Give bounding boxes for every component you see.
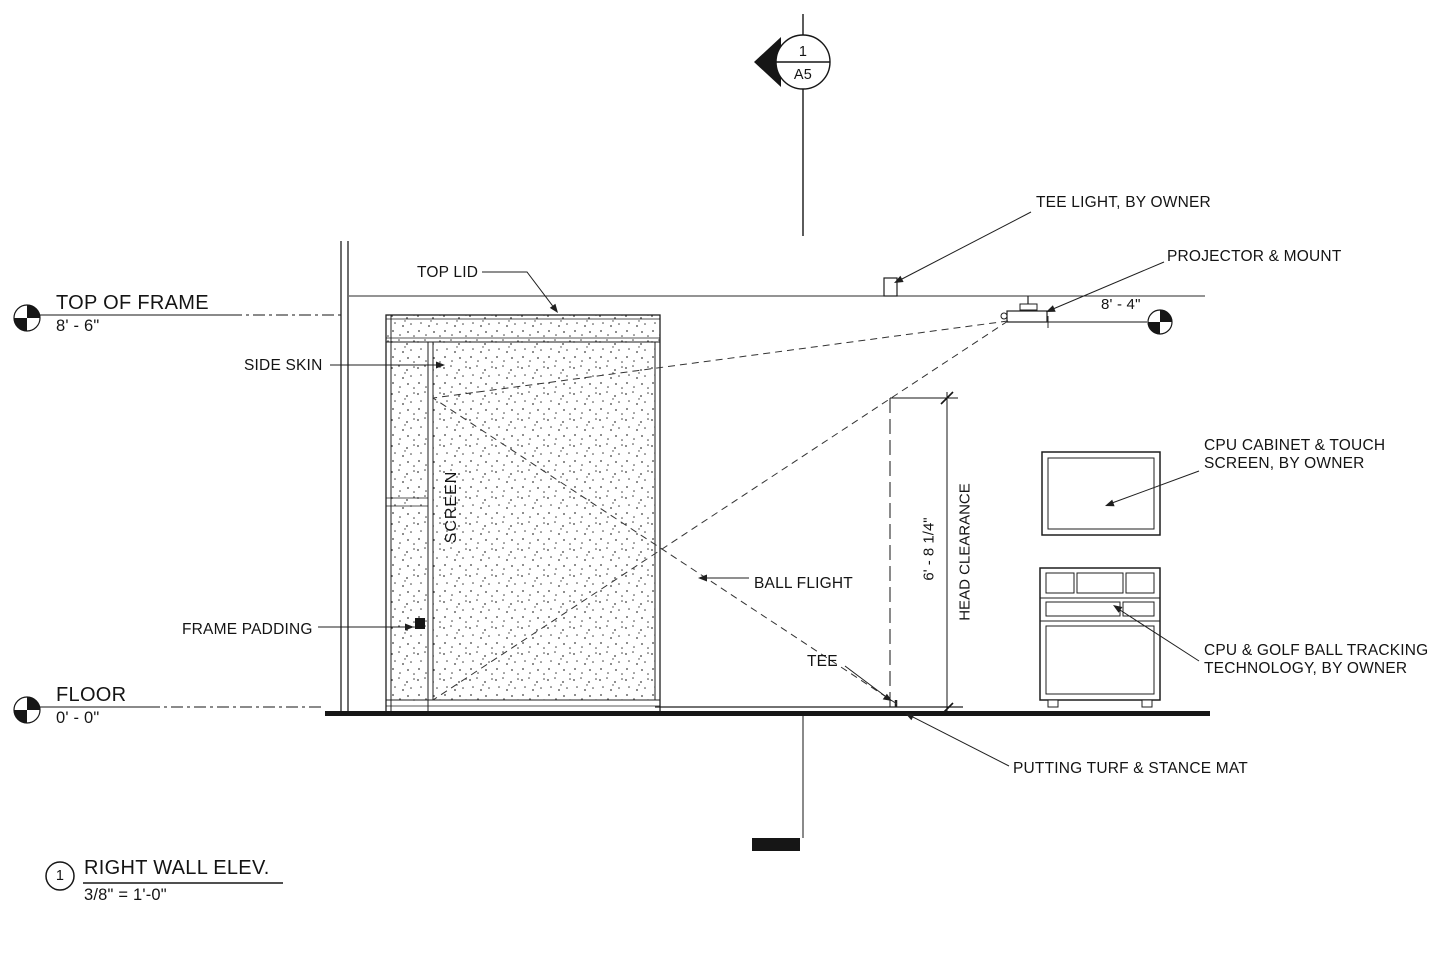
label-tee: TEE — [807, 653, 838, 670]
view-title-number: 1 — [55, 868, 65, 884]
label-cpu-tracking-line1: CPU & GOLF BALL TRACKING — [1204, 642, 1429, 659]
label-cpu-tracking-line2: TECHNOLOGY, BY OWNER — [1204, 660, 1408, 677]
dimension-head-clearance-label: HEAD CLEARANCE — [956, 483, 974, 621]
dimension-projector-height: 8' - 4" — [1101, 296, 1141, 313]
label-cpu-cabinet-line2: SCREEN, BY OWNER — [1204, 455, 1365, 472]
dimension-head-clearance-value: 6' - 8 1/4" — [920, 517, 938, 581]
label-ball-flight: BALL FLIGHT — [754, 575, 853, 592]
view-title-name: RIGHT WALL ELEV. — [84, 857, 270, 879]
projector-level-dimension — [1047, 309, 1173, 335]
floor-line — [325, 711, 1210, 716]
label-cpu-cabinet-line1: CPU CABINET & TOUCH — [1204, 437, 1386, 454]
level-top-of-frame — [13, 304, 341, 332]
head-clearance-dimension — [889, 391, 958, 716]
section-number: 1 — [798, 44, 808, 60]
label-side-skin: SIDE SKIN — [244, 357, 323, 374]
cpu-cabinet-drawing — [1039, 567, 1161, 708]
section-tail — [752, 716, 804, 851]
section-marker — [754, 14, 831, 236]
level-name-floor: FLOOR — [56, 684, 127, 706]
label-screen: SCREEN — [443, 470, 460, 544]
level-elevation-top-of-frame: 8' - 6" — [56, 317, 100, 335]
level-name-top-of-frame: TOP OF FRAME — [56, 292, 209, 314]
screen-frame-drawing — [385, 314, 661, 713]
wall-line — [340, 241, 349, 711]
label-putting-turf: PUTTING TURF & STANCE MAT — [1013, 760, 1248, 777]
level-elevation-floor: 0' - 0" — [56, 709, 100, 727]
ball-flight-line — [432, 397, 898, 705]
leader-lines — [318, 211, 1200, 767]
cpu-touchscreen-drawing — [1041, 451, 1161, 536]
view-title-scale: 3/8" = 1'-0" — [84, 886, 167, 904]
level-floor — [13, 696, 325, 724]
label-frame-padding: FRAME PADDING — [182, 621, 313, 638]
title-mark — [45, 861, 283, 891]
turf-line — [655, 700, 963, 708]
projection-lines — [432, 320, 1009, 701]
projector-drawing — [1000, 296, 1048, 323]
section-sheet: A5 — [793, 67, 813, 83]
label-tee-light: TEE LIGHT, BY OWNER — [1036, 194, 1211, 211]
label-top-lid: TOP LID — [417, 264, 479, 281]
label-projector: PROJECTOR & MOUNT — [1167, 248, 1342, 265]
tee-light-drawing — [883, 277, 898, 297]
